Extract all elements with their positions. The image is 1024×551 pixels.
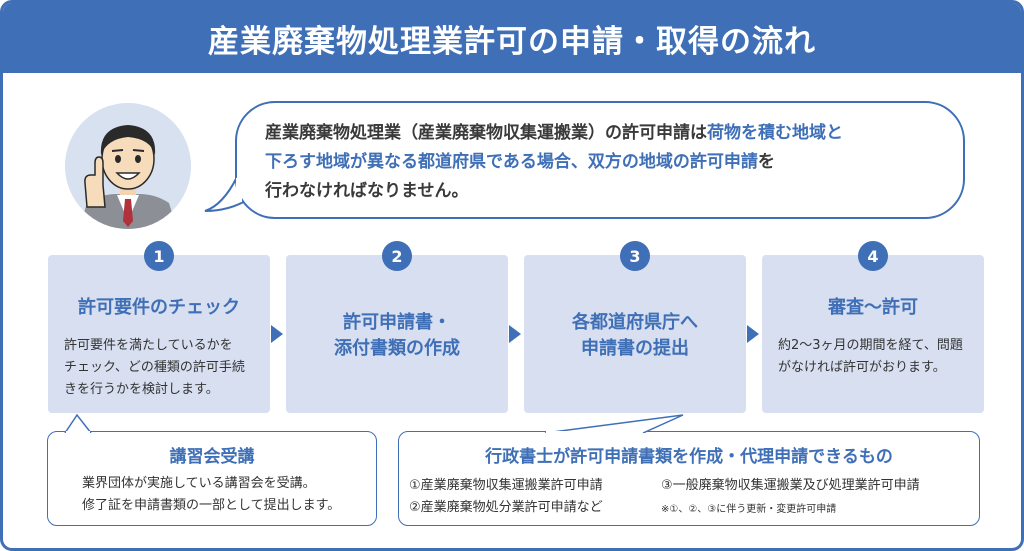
seminar-box: 講習会受講 業界団体が実施している講習会を受講。 修了証を申請書類の一部として提… bbox=[47, 431, 377, 526]
triangle-right-icon bbox=[747, 325, 759, 343]
scrivener-item-3: ③一般廃棄物収集運搬業及び処理業許可申請 bbox=[661, 478, 920, 493]
seminar-line: 修了証を申請書類の一部として提出します。 bbox=[82, 498, 341, 513]
step-4-card: 4 審査〜許可 約2〜3ヶ月の期間を経て、問題 がなければ許可がおります。 bbox=[762, 241, 984, 413]
step-2-card: 2 許可申請書・ 添付書類の作成 bbox=[286, 241, 508, 413]
step-number: 1 bbox=[144, 241, 174, 271]
step-number: 4 bbox=[858, 241, 888, 271]
intro-text: を bbox=[757, 152, 775, 172]
step-title-line: 許可申請書・ bbox=[343, 312, 451, 333]
intro-highlight: 下ろす地域が異なる都道府県である場合、双方の地域の許可申請 bbox=[265, 152, 758, 172]
triangle-right-icon bbox=[509, 325, 521, 343]
step-1-card: 1 許可要件のチェック 許可要件を満たしているかを チェック、どの種類の許可手続… bbox=[48, 241, 270, 413]
step-description: 許可要件を満たしているかを チェック、どの種類の許可手続 きを行うかを検討します… bbox=[64, 335, 264, 401]
intro-line-1: 産業廃棄物処理業（産業廃棄物収集運搬業）の許可申請は荷物を積む地域と bbox=[265, 119, 935, 148]
step-number: 2 bbox=[382, 241, 412, 271]
bubble-seam bbox=[236, 178, 242, 202]
step-3-card: 3 各都道府県庁へ 申請書の提出 bbox=[524, 241, 746, 413]
intro-speech-bubble: 産業廃棄物処理業（産業廃棄物収集運搬業）の許可申請は荷物を積む地域と 下ろす地域… bbox=[235, 101, 965, 219]
scrivener-title: 行政書士が許可申請書類を作成・代理申請できるもの bbox=[485, 447, 893, 467]
seminar-pointer bbox=[64, 413, 92, 433]
page-title: 産業廃棄物処理業許可の申請・取得の流れ bbox=[208, 23, 816, 60]
seminar-line: 業界団体が実施している講習会を受講。 bbox=[82, 476, 316, 491]
step-title: 審査〜許可 bbox=[828, 297, 918, 318]
intro-text: 産業廃棄物処理業（産業廃棄物収集運搬業）の許可申請は bbox=[265, 123, 707, 143]
step-title-line: 申請書の提出 bbox=[581, 338, 689, 359]
header-bar: 産業廃棄物処理業許可の申請・取得の流れ bbox=[3, 3, 1021, 73]
intro-line-3: 行わなければなりません。 bbox=[265, 181, 469, 201]
step-description: 約2〜3ヶ月の期間を経て、問題 がなければ許可がおります。 bbox=[778, 335, 978, 379]
triangle-right-icon bbox=[271, 325, 283, 343]
scrivener-item-1: ①産業廃棄物収集運搬業許可申請 bbox=[409, 478, 603, 493]
scrivener-box: 行政書士が許可申請書類を作成・代理申請できるもの ①産業廃棄物収集運搬業許可申請… bbox=[398, 431, 980, 526]
step-desc-line: がなければ許可がおります。 bbox=[778, 360, 946, 375]
scrivener-pointer bbox=[544, 414, 684, 433]
intro-highlight: 荷物を積む地域と bbox=[707, 123, 843, 143]
step-desc-line: きを行うかを検討します。 bbox=[64, 382, 219, 397]
scrivener-note: ※①、②、③に伴う更新・変更許可申請 bbox=[661, 504, 837, 515]
step-desc-line: 約2〜3ヶ月の期間を経て、問題 bbox=[778, 338, 963, 353]
step-title-line: 添付書類の作成 bbox=[334, 338, 460, 359]
step-number: 3 bbox=[620, 241, 650, 271]
scrivener-item-2: ②産業廃棄物処分業許可申請など bbox=[409, 500, 603, 515]
step-desc-line: 許可要件を満たしているかを bbox=[64, 338, 233, 353]
businessman-pointing-icon bbox=[65, 103, 191, 229]
step-desc-line: チェック、どの種類の許可手続 bbox=[64, 360, 245, 375]
step-title-line: 各都道府県庁へ bbox=[572, 312, 698, 333]
intro-line-2: 下ろす地域が異なる都道府県である場合、双方の地域の許可申請を bbox=[265, 148, 935, 177]
step-title: 許可要件のチェック bbox=[78, 297, 240, 318]
seminar-title: 講習会受講 bbox=[169, 447, 255, 467]
